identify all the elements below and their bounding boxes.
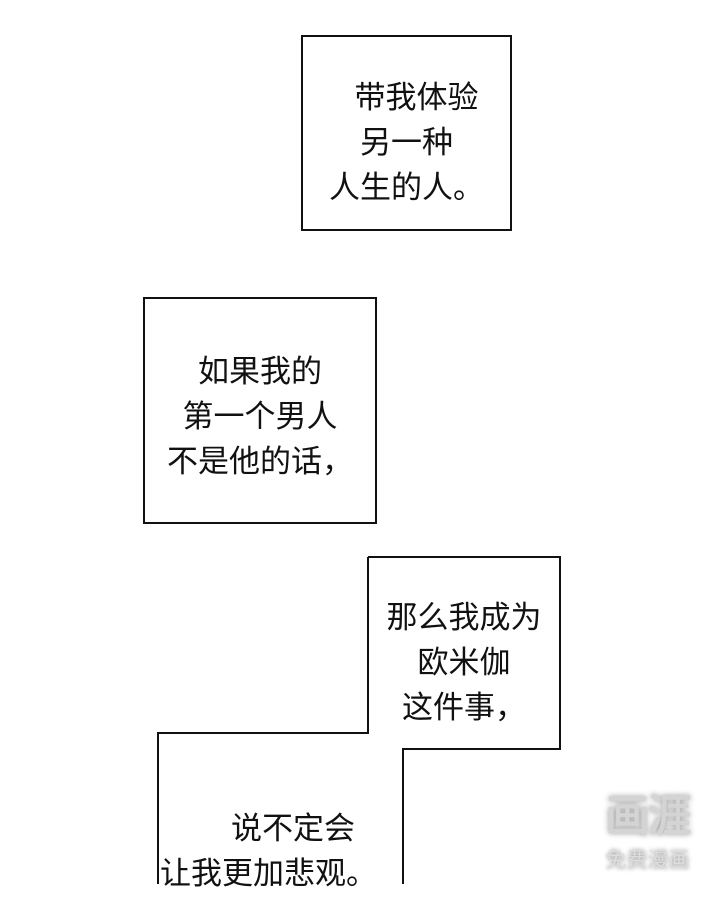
text-line: 带我体验 — [354, 80, 479, 116]
speech-box-2 — [143, 297, 377, 524]
text-line: 那么我成为 — [386, 600, 542, 636]
text-line: 如果我的 — [198, 354, 322, 390]
panel-1-text: 带我体验 另一种 人生的人。 — [302, 76, 511, 211]
watermark-logo: 画涯 — [605, 791, 692, 842]
panel-2-text: 如果我的 第一个男人 不是他的话， — [144, 350, 376, 485]
text-line: 说不定会 — [231, 811, 355, 847]
speech-box-1 — [301, 35, 512, 231]
text-line: 这件事， — [402, 690, 526, 726]
watermark-subtitle: 免费漫画 — [605, 848, 690, 872]
text-line: 第一个男人 — [182, 399, 338, 435]
text-line: 欧米伽 — [417, 645, 511, 681]
watermark: 画涯 免费漫画 — [585, 780, 710, 874]
text-line: 人生的人。 — [329, 170, 484, 206]
panel-3-text: 那么我成为 欧米伽 这件事， — [369, 596, 559, 731]
text-line: 让我更加悲观。 — [160, 856, 377, 892]
text-line: 不是他的话， — [167, 444, 353, 480]
text-line: 另一种 — [360, 125, 453, 161]
